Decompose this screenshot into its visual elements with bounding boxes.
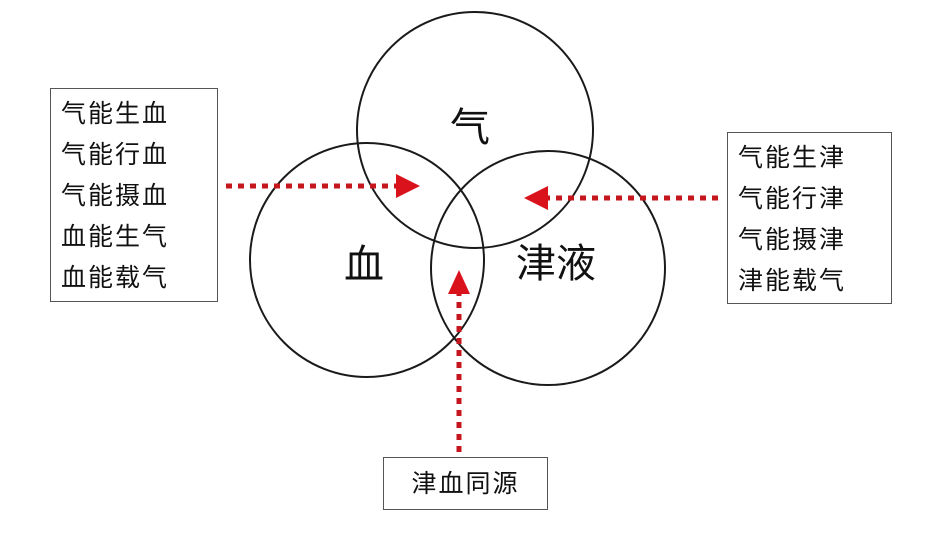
- fluid-circle: [430, 150, 666, 386]
- bottom-arrow-head: [448, 270, 470, 294]
- qi-circle: [356, 11, 594, 249]
- relation-line: 津能载气: [738, 266, 847, 295]
- relation-line: 气能摄津: [738, 225, 847, 254]
- right-arrow-head: [524, 186, 548, 210]
- relation-line: 气能生血: [61, 99, 170, 128]
- qi-label: 气: [450, 105, 490, 151]
- relation-line: 津血同源: [411, 469, 520, 498]
- right-arrow: [524, 186, 718, 210]
- blood-label: 血: [344, 242, 384, 288]
- fluid-label: 津液: [516, 241, 596, 287]
- left-arrow-head: [396, 174, 420, 198]
- relation-line: 气能行血: [61, 140, 170, 169]
- qi-blood-relations-box: 气能生血 气能行血 气能摄血 血能生气 血能载气: [50, 88, 218, 302]
- relation-line: 血能载气: [61, 263, 170, 292]
- relation-line: 血能生气: [61, 222, 170, 251]
- blood-fluid-relation-box: 津血同源: [383, 457, 548, 510]
- blood-circle: [249, 142, 485, 378]
- bottom-arrow: [448, 270, 470, 452]
- relation-line: 气能摄血: [61, 181, 170, 210]
- qi-fluid-relations-box: 气能生津 气能行津 气能摄津 津能载气: [727, 132, 892, 304]
- relation-line: 气能行津: [738, 184, 847, 213]
- relation-line: 气能生津: [738, 143, 847, 172]
- left-arrow: [226, 174, 420, 198]
